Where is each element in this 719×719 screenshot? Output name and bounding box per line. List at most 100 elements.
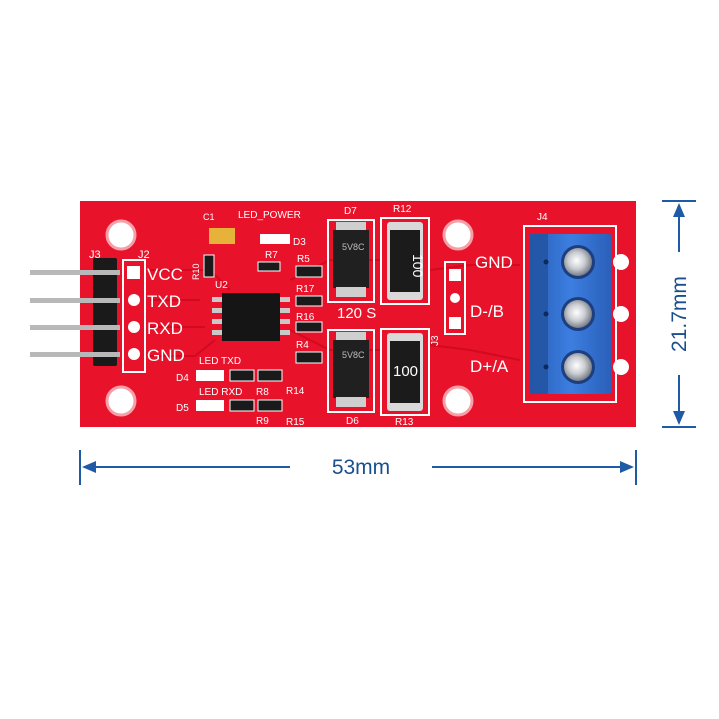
label-r16: R16 [296, 312, 315, 323]
d6-outline [327, 329, 375, 413]
label-d6: D6 [346, 416, 359, 427]
arrow-down-icon [673, 411, 685, 425]
label-r14: R14 [286, 386, 305, 397]
label-u2: U2 [215, 280, 228, 291]
mounting-hole [105, 385, 137, 417]
label-r7: R7 [265, 250, 278, 261]
arrow-right-icon [620, 461, 634, 473]
label-r10: R10 [191, 263, 201, 280]
pin-label-vcc: VCC [147, 265, 183, 284]
jumper-outline [444, 261, 466, 335]
dimension-width [79, 450, 637, 485]
pin-header-j3: J3 [30, 249, 120, 366]
header-pin [30, 298, 120, 303]
label-j4: J4 [537, 212, 548, 223]
resistor-r4 [295, 351, 323, 364]
header-pin [30, 270, 120, 275]
label-r5: R5 [297, 254, 310, 265]
ic-pin [280, 330, 290, 335]
ic-pin [280, 308, 290, 313]
wire-hole [543, 311, 549, 317]
pad [449, 317, 461, 329]
label-r9: R9 [256, 416, 269, 427]
terminal-pad [613, 306, 629, 322]
diode-d7 [333, 230, 369, 288]
r12-outline [380, 217, 430, 305]
pad [128, 321, 140, 333]
label-r12: R12 [393, 204, 412, 215]
arrow-left-icon [82, 461, 96, 473]
ic-pin [212, 297, 222, 302]
tantalum-capacitor [209, 228, 235, 244]
height-label: 21.7mm [668, 276, 691, 352]
label-d7: D7 [344, 206, 357, 217]
resistor [229, 399, 255, 412]
label-j3-right: J3 [430, 335, 441, 346]
resistor [257, 399, 283, 412]
label-j3: J3 [89, 249, 101, 261]
chip-u2: U2 [212, 280, 290, 341]
diode-terminal [336, 332, 366, 342]
pin-label-txd: TXD [147, 292, 181, 311]
terminal-pad [613, 254, 629, 270]
resistor-r17 [295, 295, 323, 307]
jumper-j3: J3 GND D-/B D+/A [430, 253, 513, 376]
label-led-txd: LED TXD [199, 356, 241, 367]
resistor-r7 [257, 261, 281, 272]
diode-marking: 5V8C [342, 242, 365, 252]
header-pin [30, 325, 120, 330]
led-txd [196, 370, 224, 381]
led-rxd [196, 400, 224, 411]
label-120-s: 120 S [337, 305, 376, 322]
resistor-r5 [295, 265, 323, 278]
label-led-power: LED_POWER [238, 210, 301, 221]
top-components: C1 LED_POWER D3 R10 R7 R5 R17 R16 R4 [191, 210, 323, 364]
termination-resistors: R12 100 R13 100 120 S [337, 204, 430, 428]
label-led-rxd: LED RXD [199, 387, 242, 398]
arrow-up-icon [673, 203, 685, 217]
terminal-label-db: D-/B [470, 302, 504, 321]
label-r17: R17 [296, 284, 315, 295]
pad [127, 266, 140, 279]
resistor-r10 [203, 254, 215, 278]
dimension-height [662, 200, 696, 428]
wire-hole [543, 364, 549, 370]
resistor-value: 100 [410, 254, 426, 278]
r13-outline [380, 328, 430, 416]
label-r4: R4 [296, 340, 309, 351]
ic-pin [212, 330, 222, 335]
wire-hole [543, 259, 549, 265]
mounting-hole [105, 219, 137, 251]
resistor-value: 100 [393, 363, 418, 380]
led-power [260, 234, 290, 244]
terminal-housing-edge [530, 234, 548, 394]
label-r8: R8 [256, 387, 269, 398]
j2-outline [122, 259, 146, 373]
ic-pin [280, 297, 290, 302]
pad [449, 269, 461, 281]
label-r15: R15 [286, 417, 305, 428]
resistor-r13 [390, 341, 420, 403]
mounting-hole [442, 219, 474, 251]
screw [564, 353, 592, 381]
label-r13: R13 [395, 417, 414, 428]
header-pin [30, 352, 120, 357]
ic-body [222, 293, 280, 341]
resistor [229, 369, 255, 382]
pad [128, 294, 140, 306]
diode-terminal [336, 397, 366, 407]
resistor-r12 [390, 230, 420, 292]
header-housing [93, 258, 117, 366]
ic-pin [212, 319, 222, 324]
label-d5: D5 [176, 403, 189, 414]
label-j2: J2 [138, 249, 150, 261]
terminal-label-gnd: GND [475, 253, 513, 272]
diode-terminal [336, 222, 366, 232]
label-c1: C1 [203, 212, 215, 222]
j2-connector: J2 VCC TXD RXD GND [122, 249, 185, 373]
diode-marking: 5V8C [342, 350, 365, 360]
terminal-pad [613, 359, 629, 375]
bottom-components: LED TXD D4 R8 R14 LED RXD D5 R9 R15 [176, 356, 305, 428]
screw [564, 248, 592, 276]
